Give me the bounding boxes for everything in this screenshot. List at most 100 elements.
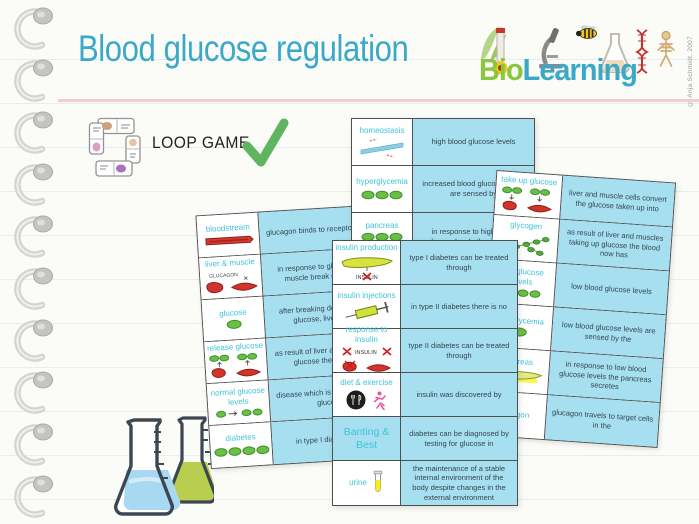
definition-text: type I diabetes can be treated through (409, 252, 509, 272)
logo-wordmark: BioLearning (479, 52, 638, 88)
spiral-binding (0, 0, 56, 524)
diabetes-ovals-icon (213, 443, 270, 458)
definition-cell: in response to low blood glucose levels … (547, 351, 663, 402)
logo-bio-text: Bio (479, 52, 524, 87)
term-cell: hyperglycemia (352, 166, 413, 212)
term-label: glycogen (509, 220, 543, 232)
check-mark-icon (242, 118, 289, 167)
term-label: diabetes (225, 432, 256, 444)
definition-cell: diabetes can be diagnosed by testing for… (401, 417, 517, 460)
copyright-text: © Anja Schmidt, 2007 (687, 36, 694, 107)
definition-cell: type II diabetes can be treated through (401, 329, 517, 372)
plate-runner-icon (346, 389, 388, 411)
term-label: insulin production (335, 242, 398, 252)
term-cell: diet & exercise (333, 373, 401, 416)
definition-text: low blood glucose levels are sensed by t… (561, 319, 656, 344)
spiral-ring (14, 267, 53, 310)
term-cell: normal glucose levels (206, 380, 272, 426)
term-cell: release glucose (204, 338, 269, 384)
term-cell: urine (333, 461, 401, 505)
definition-text: glucagon travels to target cells in the (551, 407, 654, 431)
term-label: homeostasis (359, 126, 405, 136)
term-cell: homeostasis (352, 119, 413, 165)
definition-cell: high blood glucose levels (413, 119, 534, 165)
pink-rule-line (58, 99, 699, 102)
definition-text: in response to low blood glucose levels … (558, 359, 652, 392)
term-label: insulin injections (337, 290, 396, 300)
spiral-ring (14, 111, 53, 154)
spiral-ring (14, 319, 53, 362)
svg-text:INSULIN: INSULIN (355, 350, 377, 356)
release-glucose-icon (207, 352, 264, 381)
card-row: homeostasis high blood glucose levels (352, 119, 534, 166)
term-label: liver & muscle (204, 256, 256, 269)
microscope-icon (539, 27, 563, 69)
card-row: diet & exercise insulin was discovered by (333, 373, 517, 417)
term-label: urine (349, 478, 367, 488)
loop-game-label: LOOP GAME (152, 133, 250, 152)
definition-text: diabetes can be diagnosed by testing for… (409, 428, 509, 448)
definition-cell: type I diabetes can be treated through (401, 241, 517, 284)
term-label: pancreas (365, 220, 399, 230)
bee-icon (576, 25, 597, 39)
definition-text: as result of liver and muscles taking up… (566, 227, 664, 260)
seesaw-icon (360, 138, 404, 158)
definition-text: insulin was discovered by (416, 389, 502, 399)
spiral-ring (14, 371, 53, 414)
term-label: hyperglycemia (356, 177, 408, 187)
term-cell: Banting & Best (333, 417, 401, 460)
test-tube-sunflower-icon (494, 27, 508, 75)
spiral-ring (14, 163, 53, 206)
term-cell: insulin injections (333, 285, 401, 328)
definition-cell: as result of liver and muscles taking up… (557, 219, 672, 271)
take-up-glucose-icon (499, 185, 557, 215)
term-label: response to insulin (345, 325, 388, 344)
term-label: diet & exercise (340, 377, 393, 387)
flask-doodle-icon (600, 33, 630, 74)
glucose-ovals-icon (360, 189, 404, 201)
glucose-arrow-ovals-icon (215, 406, 264, 419)
term-label: bloodstream (205, 222, 251, 234)
glucose-single-icon (225, 319, 242, 330)
urine-tube-icon (372, 470, 384, 496)
definition-text: in type II diabetes there is no (411, 301, 507, 311)
spiral-ring (14, 7, 53, 50)
term-cell: glucose (201, 296, 267, 342)
definition-cell: low blood glucose levels (554, 263, 669, 315)
definition-cell: glucagon travels to target cells in the (544, 395, 660, 447)
definition-cell: liver and muscle cells convert the gluco… (560, 175, 675, 227)
spiral-ring (14, 215, 53, 258)
definition-text: type II diabetes can be treated through (408, 340, 510, 360)
biolearning-logo: BioLearning (479, 18, 684, 98)
term-cell: take up glucose (494, 171, 564, 219)
flasks-illustration (114, 416, 214, 516)
definition-text: low blood glucose levels (570, 281, 653, 296)
logo-learning-text: Learning (522, 52, 638, 87)
definition-text: liver and muscle cells convert the gluco… (568, 187, 668, 213)
loop-game-icon (88, 117, 141, 177)
term-label: Banting & Best (343, 426, 390, 451)
card-row: Banting & Best diabetes can be diagnosed … (333, 417, 517, 461)
blood-vessel-icon (203, 233, 254, 248)
card-row: urine the maintenance of a stable interna… (333, 461, 517, 505)
card-row: insulin injections in type II diabetes th… (333, 285, 517, 329)
page-title: Blood glucose regulation (78, 28, 409, 69)
term-label: glucose (218, 307, 247, 319)
definition-cell: in type II diabetes there is no (401, 285, 517, 328)
definition-cell: insulin was discovered by (401, 373, 517, 416)
term-label: normal glucose levels (210, 385, 266, 407)
definition-cell: the maintenance of a stable internal env… (401, 461, 517, 505)
glucagon-liver-muscle-icon: GLUCAGON (202, 268, 259, 297)
spiral-ring (14, 475, 53, 518)
syringe-icon (343, 302, 391, 322)
definition-text: the maintenance of a stable internal env… (412, 463, 506, 502)
definition-text: high blood glucose levels (431, 137, 516, 147)
definition-cell: low blood glucose levels are sensed by t… (551, 307, 666, 359)
svg-text:GLUCAGON: GLUCAGON (209, 272, 238, 280)
